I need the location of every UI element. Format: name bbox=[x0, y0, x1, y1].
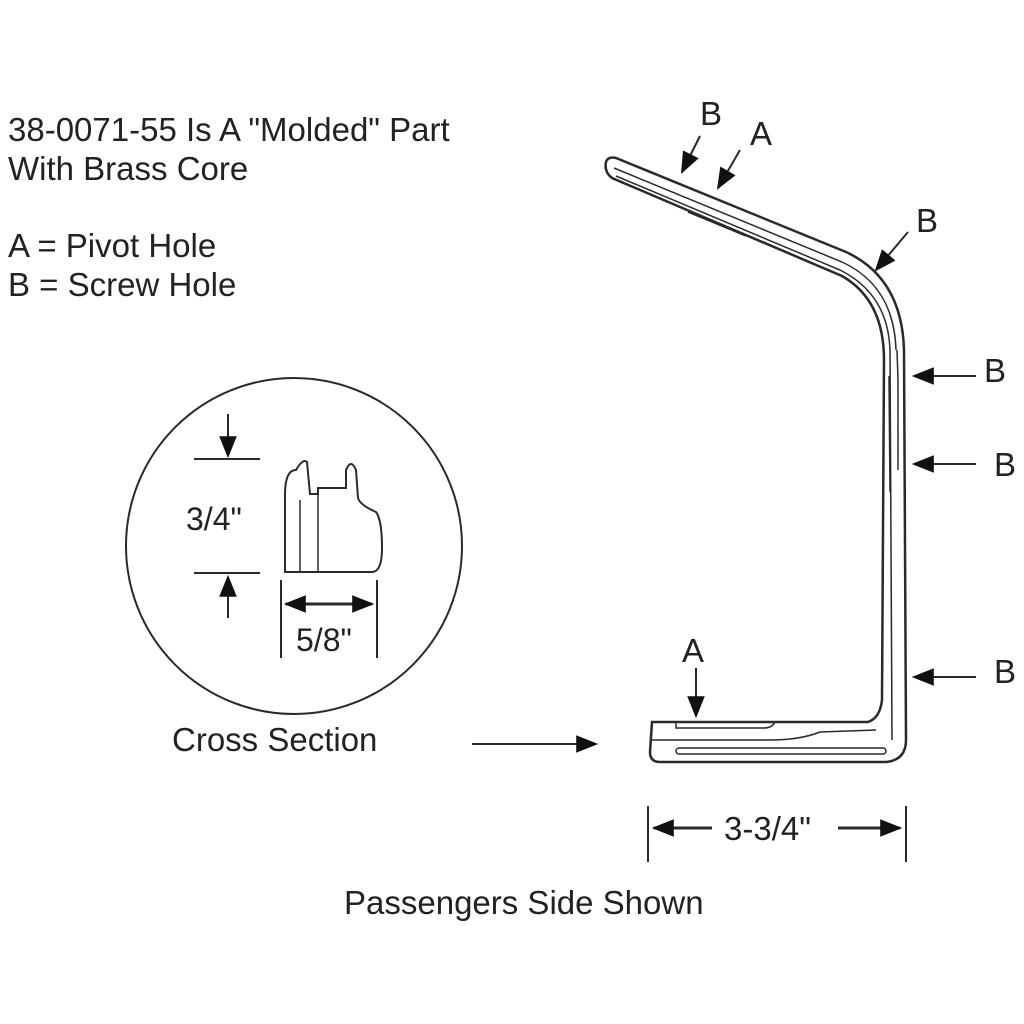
legend-screw-hole: B = Screw Hole bbox=[8, 266, 236, 303]
top-b-callout: B bbox=[700, 95, 722, 132]
side-b2-callout: B bbox=[994, 446, 1016, 483]
side-b1-callout: B bbox=[984, 352, 1006, 389]
top-b-arrow bbox=[681, 135, 701, 174]
cross-section-detail: 3/4" 5/8" bbox=[125, 377, 463, 715]
overall-width-dimension: 3-3/4" bbox=[647, 806, 907, 862]
legend-pivot-hole: A = Pivot Hole bbox=[8, 227, 216, 264]
bend-b-callout: B bbox=[916, 202, 938, 239]
side-b3-callout: B bbox=[994, 653, 1016, 690]
overall-width-label: 3-3/4" bbox=[724, 810, 811, 847]
view-caption: Passengers Side Shown bbox=[344, 884, 704, 921]
cross-section-label: Cross Section bbox=[172, 721, 377, 758]
top-a-arrow bbox=[716, 149, 741, 190]
cross-section-width-label: 5/8" bbox=[296, 622, 352, 658]
cross-section-circle bbox=[125, 377, 463, 715]
cross-section-height-label: 3/4" bbox=[186, 501, 242, 537]
part-note-line1: 38-0071-55 Is A "Molded" Part bbox=[8, 111, 450, 148]
bottom-a-callout: A bbox=[682, 632, 704, 669]
cross-section-profile bbox=[284, 460, 384, 573]
part-note-line2: With Brass Core bbox=[8, 150, 248, 187]
bend-b-arrow bbox=[874, 231, 909, 272]
part-outline bbox=[604, 156, 908, 764]
top-a-callout: A bbox=[750, 115, 772, 152]
